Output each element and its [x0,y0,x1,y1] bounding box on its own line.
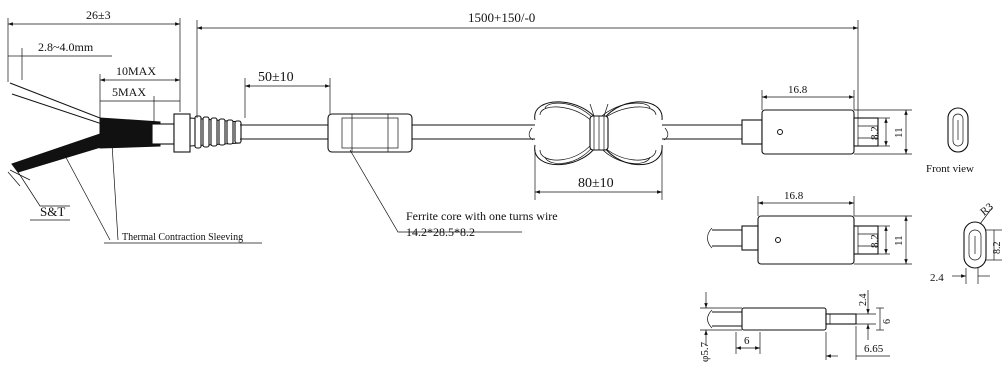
dim-cable-diameter: φ5.7 [699,341,711,362]
port-detail: R3 8.2 2.4 [930,201,1002,284]
stripped-wire-end [7,82,242,187]
dim-tip-length: 6.65 [864,343,884,355]
cable-segment-1 [240,124,330,140]
label-front-view: Front view [926,163,974,175]
dim-port-width: 2.4 [930,272,944,284]
dim-plug-tongue-top: 8.2 [869,126,881,140]
dim-overall-length: 1500+150/-0 [468,10,535,25]
label-sleeving: Thermal Contraction Sleeving [122,232,243,243]
dim-sleeve-min: 5MAX [112,85,146,99]
dim-tip-offset: 2.4 [858,294,869,307]
dim-core-distance: 50±10 [258,70,294,85]
usb-c-plug-side-bottom: φ5.7 6 6.65 2.4 6 [699,290,893,362]
cable-segment-2 [412,124,535,140]
usb-c-plug-side-top [741,109,879,155]
label-ferrite-line1: Ferrite core with one turns wire [406,209,558,223]
dim-tip-height: 6 [882,319,893,324]
dim-wire-strip: 2.8~4.0mm [38,40,94,54]
leader-labels: S&T Thermal Contraction Sleeving Ferrite… [17,143,558,244]
cable-segment-3 [662,124,742,140]
ferrite-core [327,113,413,153]
cable-coil [528,101,669,166]
label-s-and-t: S&T [40,204,65,219]
dim-coil-length: 80±10 [578,176,614,191]
dim-overmold-length: 6 [744,335,750,347]
dim-plug-tongue-mid: 8.2 [869,234,881,248]
dim-plug-body-top: 16.8 [788,84,808,96]
usb-c-plug-side-mid: 16.8 8.2 11 [707,190,912,265]
dim-strip-length: 26±3 [86,8,111,22]
dim-plug-height-top: 11 [893,127,905,138]
strain-relief-ribs [194,115,242,149]
dim-port-height: 8.2 [992,242,1002,255]
label-ferrite-line2: 14.2*28.5*8.2 [406,225,475,239]
dim-sleeve-max: 10MAX [116,64,156,78]
front-view: Front view [926,107,974,175]
dim-port-radius: R3 [978,201,996,219]
top-dimensions: 1500+150/-0 26±3 2.8~4.0mm 10MAX 5MAX 50… [7,8,912,200]
dim-plug-body-mid: 16.8 [784,190,804,202]
dim-plug-height-mid: 11 [893,235,905,246]
